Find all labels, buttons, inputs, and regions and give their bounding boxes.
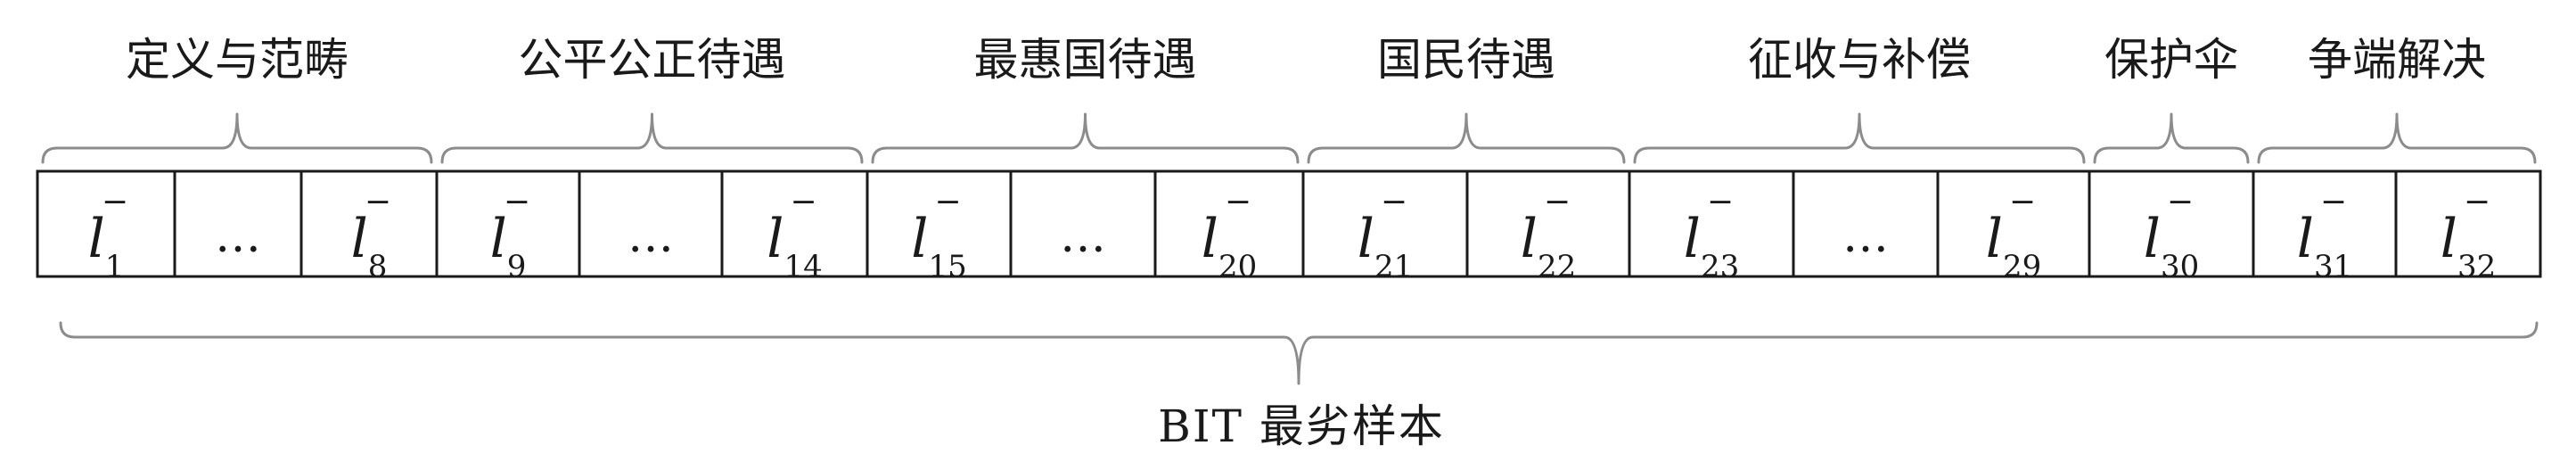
group-brace <box>2093 112 2250 164</box>
sample-cell: l23− <box>1628 169 1795 285</box>
variable-superscript: − <box>1381 184 1407 220</box>
variable-label: l30 <box>2144 208 2199 285</box>
variable-superscript: − <box>365 184 391 220</box>
variable-label: l14 <box>767 208 822 285</box>
sample-cells-row: l1−…l8−l9−…l14−l15−…l20−l21−l22−l23−…l29… <box>36 169 2542 285</box>
variable-label: l15 <box>911 208 966 285</box>
group-label: 定义与范畴 <box>126 34 349 86</box>
variable-base: l <box>1986 208 2003 270</box>
variable-base: l <box>911 208 928 270</box>
variable-subscript: 29 <box>2003 249 2041 285</box>
variable-superscript: − <box>2464 184 2490 220</box>
group-brace <box>1633 112 2086 164</box>
variable-superscript: − <box>790 184 816 220</box>
ellipsis: … <box>1842 210 1889 263</box>
variable-label: l8 <box>351 208 388 285</box>
sample-cell: l21− <box>1301 169 1469 285</box>
sample-cell: l15− <box>866 169 1013 285</box>
group-label: 争端解决 <box>2308 34 2486 86</box>
bottom-brace <box>59 321 2539 385</box>
variable-subscript: 21 <box>1374 249 1413 285</box>
variable-label: l21 <box>1358 208 1413 285</box>
sample-cell: l31− <box>2252 169 2398 285</box>
variable-superscript: − <box>504 184 530 220</box>
variable-label: l9 <box>490 208 527 285</box>
variable-base: l <box>767 208 783 270</box>
variable-base: l <box>490 208 507 270</box>
bottom-label: BIT 最劣样本 <box>1158 400 1445 452</box>
group-brace <box>440 112 864 164</box>
group-brace <box>871 112 1300 164</box>
group-label: 保护伞 <box>2104 34 2238 86</box>
variable-subscript: 20 <box>1218 249 1257 285</box>
group-label: 征收与补偿 <box>1748 34 1971 86</box>
ellipsis: … <box>215 210 261 263</box>
variable-superscript: − <box>102 184 128 220</box>
sample-cell: … <box>173 169 303 278</box>
variable-subscript: 15 <box>928 249 966 285</box>
variable-base: l <box>1202 208 1218 270</box>
variable-superscript: − <box>2009 184 2036 220</box>
variable-label: l1 <box>88 208 125 285</box>
variable-base: l <box>88 208 105 270</box>
variable-superscript: − <box>1225 184 1251 220</box>
variable-label: l20 <box>1202 208 1257 285</box>
variable-base: l <box>1684 208 1701 270</box>
sample-cell: l20− <box>1153 169 1305 285</box>
ellipsis: … <box>1060 210 1106 263</box>
sample-cell: … <box>1792 169 1940 278</box>
sample-cell: l14− <box>720 169 869 285</box>
variable-subscript: 8 <box>368 249 388 285</box>
variable-superscript: − <box>934 184 961 220</box>
variable-superscript: − <box>2167 184 2194 220</box>
variable-subscript: 23 <box>1701 249 1739 285</box>
sample-cell: l22− <box>1465 169 1631 285</box>
variable-base: l <box>2297 208 2314 270</box>
variable-subscript: 22 <box>1538 249 1576 285</box>
variable-base: l <box>351 208 368 270</box>
group-brace <box>1307 112 1626 164</box>
sample-cell: … <box>578 169 724 278</box>
variable-label: l31 <box>2297 208 2352 285</box>
sample-cell: l1− <box>36 169 176 285</box>
variable-subscript: 14 <box>783 249 822 285</box>
sample-cell: … <box>1009 169 1157 278</box>
variable-base: l <box>2144 208 2161 270</box>
variable-subscript: 1 <box>105 249 125 285</box>
sample-cell: l9− <box>435 169 581 285</box>
variable-base: l <box>1358 208 1374 270</box>
variable-superscript: − <box>2320 184 2347 220</box>
variable-base: l <box>1521 208 1538 270</box>
variable-label: l29 <box>1986 208 2041 285</box>
variable-subscript: 30 <box>2161 249 2199 285</box>
variable-subscript: 31 <box>2314 249 2352 285</box>
sample-cell: l8− <box>299 169 439 285</box>
top-braces <box>41 112 2537 164</box>
group-label: 国民待遇 <box>1377 34 1555 86</box>
total-brace <box>59 321 2539 385</box>
group-label: 最惠国待遇 <box>974 34 1197 86</box>
group-labels: 定义与范畴 公平公正待遇 最惠国待遇 国民待遇 征收与补偿 保护伞 争端解决 <box>126 34 2486 86</box>
variable-superscript: − <box>1544 184 1571 220</box>
variable-subscript: 9 <box>507 249 527 285</box>
variable-base: l <box>2441 208 2457 270</box>
ellipsis: … <box>628 210 674 263</box>
variable-label: l23 <box>1684 208 1739 285</box>
sample-cell: l32− <box>2394 169 2542 285</box>
group-label: 公平公正待遇 <box>519 34 786 86</box>
sample-cell: l30− <box>2088 169 2255 285</box>
variable-label: l22 <box>1521 208 1576 285</box>
variable-superscript: − <box>1707 184 1734 220</box>
group-brace <box>41 112 433 164</box>
variable-subscript: 32 <box>2457 249 2496 285</box>
sample-cell: l29− <box>1936 169 2091 285</box>
group-brace <box>2257 112 2537 164</box>
variable-label: l32 <box>2441 208 2496 285</box>
